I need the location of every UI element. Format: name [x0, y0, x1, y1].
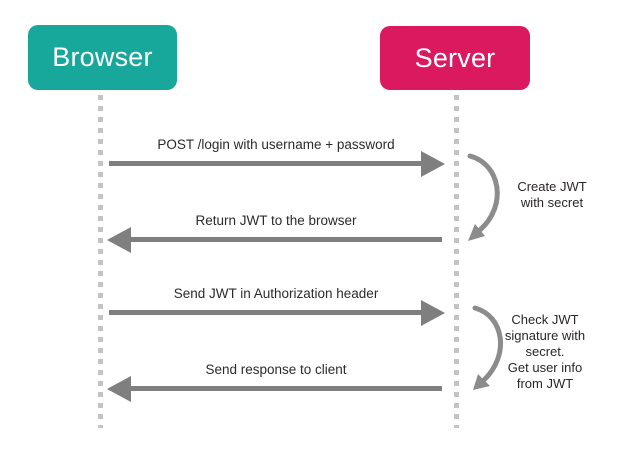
actor-server-label: Server	[414, 42, 496, 73]
arrowhead-left-icon	[107, 227, 131, 253]
self-call-arrow-create-jwt	[467, 153, 500, 241]
arrowhead-left-icon	[107, 376, 131, 402]
annotation-line: signature with	[504, 328, 586, 343]
arrow-shaft	[109, 161, 423, 166]
message-label: Return JWT to the browser	[195, 213, 357, 228]
self-call-arrow-check-jwt	[472, 305, 503, 390]
curved-arrow-path	[467, 153, 500, 233]
actor-browser-label: Browser	[52, 42, 153, 72]
annotation-line: Get user info	[507, 360, 583, 375]
arrow-shaft	[109, 310, 423, 315]
arrow-right	[107, 300, 445, 326]
curved-arrowhead-icon	[473, 374, 490, 390]
message-label: Send response to client	[205, 362, 347, 377]
annotation-line: secret.	[525, 344, 565, 359]
annotation-create-jwt: Create JWT with secret	[506, 179, 598, 211]
lifeline-server	[454, 95, 459, 428]
message-label: Send JWT in Authorization header	[173, 286, 379, 301]
arrow-right	[107, 151, 445, 177]
annotation-line: Create JWT	[517, 179, 587, 194]
annotation-line: from JWT	[516, 376, 574, 391]
curved-arrowhead-icon	[468, 224, 485, 241]
actor-box-browser: Browser	[28, 25, 177, 90]
lifeline-browser	[98, 95, 103, 428]
annotation-check-jwt: Check JWT signature with secret. Get use…	[499, 312, 591, 392]
arrow-left	[107, 227, 445, 253]
actor-box-server: Server	[380, 26, 530, 90]
curved-arrow-path	[472, 305, 503, 383]
arrowhead-right-icon	[421, 300, 445, 326]
arrow-shaft	[131, 386, 442, 391]
arrow-shaft	[131, 237, 442, 242]
arrowhead-right-icon	[421, 151, 445, 177]
annotation-line: with secret	[520, 195, 584, 210]
arrow-left	[107, 376, 445, 402]
annotation-line: Check JWT	[511, 312, 579, 327]
message-label: POST /login with username + password	[157, 137, 395, 152]
